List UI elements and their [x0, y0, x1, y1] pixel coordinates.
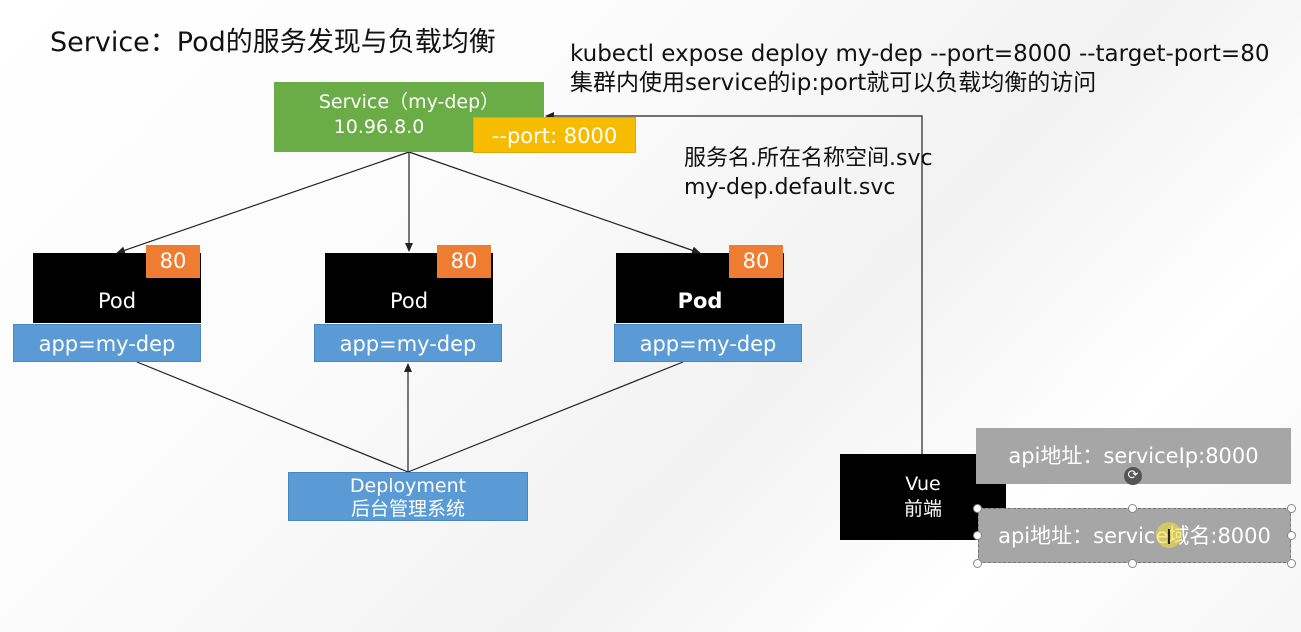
page-title: Service：Pod的服务发现与负载均衡 — [50, 27, 496, 58]
pod-name-3: Pod — [677, 289, 723, 313]
command-line: kubectl expose deploy my-dep --port=8000… — [570, 41, 1270, 67]
deploy-to-label1-line — [136, 361, 409, 473]
pod-label-3: app=my-dep — [614, 324, 802, 362]
selection-handle-right[interactable] — [1287, 531, 1296, 540]
selection-handle-top[interactable] — [1128, 504, 1137, 513]
dns-format: 服务名.所在名称空间.svc — [684, 146, 933, 171]
pod-name-2: Pod — [389, 289, 429, 313]
dns-example: my-dep.default.svc — [684, 174, 896, 200]
vue-to-service-arrow — [545, 112, 923, 454]
vue-name: Vue — [905, 473, 941, 495]
selection-handle-bottom[interactable] — [1128, 559, 1137, 568]
pod-label-2: app=my-dep — [314, 324, 502, 362]
selection-handle-bottom-left[interactable] — [973, 559, 982, 568]
vue-desc: 前端 — [903, 497, 942, 520]
pod-port-3: 80 — [729, 245, 783, 278]
pod-port-1: 80 — [146, 245, 200, 278]
selection-handle-bottom-right[interactable] — [1287, 559, 1296, 568]
service-to-pod3-arrow — [408, 151, 701, 255]
service-port-badge: --port: 8000 — [473, 117, 636, 153]
deploy-to-label3-line — [407, 361, 684, 473]
selection-handle-left[interactable] — [973, 531, 982, 540]
dns-note: 服务名.所在名称空间.svc my-dep.default.svc — [684, 145, 933, 202]
deployment-desc: 后台管理系统 — [350, 497, 465, 520]
selection-handle-top-left[interactable] — [973, 504, 982, 513]
command-description: 集群内使用service的ip:port就可以负载均衡的访问 — [570, 69, 1097, 96]
pod-port-2: 80 — [437, 245, 491, 278]
cursor-highlight-icon — [1156, 522, 1182, 548]
deployment-node[interactable]: Deployment 后台管理系统 — [288, 472, 528, 521]
pod-label-1: app=my-dep — [13, 324, 201, 362]
pod-name-1: Pod — [97, 289, 137, 313]
deployment-name: Deployment — [349, 475, 467, 497]
api-address-box-domain[interactable]: api地址：service域名:8000 — [978, 508, 1291, 563]
rotate-handle-icon[interactable]: ⟳ — [1124, 467, 1142, 485]
command-block: kubectl expose deploy my-dep --port=8000… — [570, 40, 1269, 98]
selection-handle-top-right[interactable] — [1287, 504, 1296, 513]
service-to-pod1-arrow — [116, 151, 410, 255]
text-cursor-icon: I — [1166, 525, 1172, 549]
service-name: Service（my-dep） — [318, 91, 500, 113]
service-ip: 10.96.8.0 — [333, 115, 425, 138]
